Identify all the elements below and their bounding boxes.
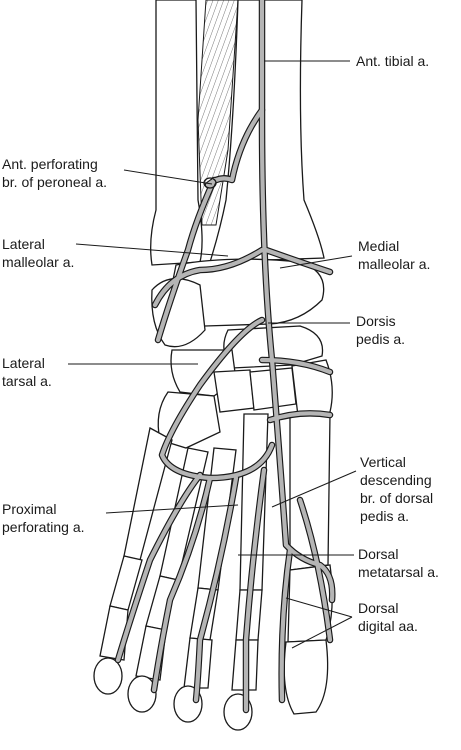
leader-ant-perforating (123, 169, 213, 185)
label-medial-malleolar-line1: Medial (358, 238, 400, 254)
label-dorsis-pedis-line2: pedis a. (356, 331, 406, 347)
label-dorsal-digital-line2: digital aa. (358, 618, 418, 634)
label-lateral-tarsal-line2: tarsal a. (2, 373, 52, 389)
label-dorsis-pedis-line1: Dorsis (356, 313, 396, 329)
label-medial-malleolar-line2: malleolar a. (358, 256, 431, 272)
label-vertical-desc-line4: pedis a. (360, 508, 410, 524)
leader-lateral-malleolar (75, 243, 229, 257)
label-ant-tibial: Ant. tibial a. (356, 53, 430, 69)
label-lateral-tarsal-line1: Lateral (2, 355, 45, 371)
label-ant-perforating-line2: br. of peroneal a. (2, 174, 108, 190)
leader-dorsal-digital-1 (285, 597, 353, 618)
leader-medial-malleolar (279, 255, 353, 269)
arteries-fill (115, 0, 335, 713)
leader-proximal-perf (105, 504, 239, 514)
leader-dorsal-digital-2 (291, 616, 353, 649)
label-vertical-desc-line1: Vertical (360, 454, 406, 470)
label-dorsal-metatarsal-line2: metatarsal a. (358, 564, 439, 580)
label-vertical-desc-line2: descending (360, 472, 432, 488)
bones-of-toes (93, 413, 333, 731)
label-proximal-perf-line2: perforating a. (2, 519, 85, 535)
interosseous-membrane (197, 0, 239, 226)
label-vertical-desc-line3: br. of dorsal (360, 490, 434, 506)
leader-vertical-desc (271, 470, 357, 508)
leader-lines (68, 60, 357, 649)
label-lateral-malleolar-line1: Lateral (2, 236, 45, 252)
label-proximal-perf-line1: Proximal (2, 501, 57, 517)
label-dorsal-metatarsal-line1: Dorsal (358, 546, 399, 562)
cuneiform-lateral (213, 369, 255, 413)
label-lateral-malleolar-line2: malleolar a. (2, 254, 75, 270)
label-ant-perforating-line1: Ant. perforating (2, 156, 98, 172)
label-dorsal-digital-line1: Dorsal (358, 600, 399, 616)
